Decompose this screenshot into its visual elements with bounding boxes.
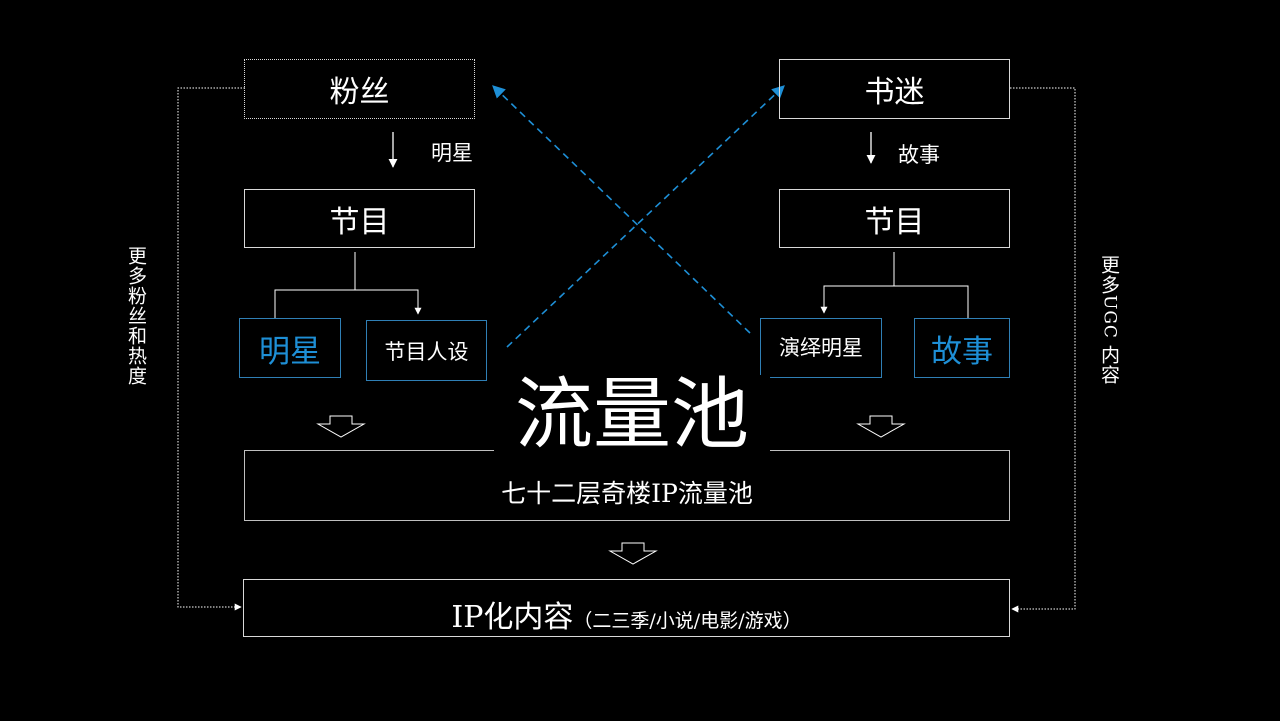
- ip-content-sub: （二三季/小说/电影/游戏）: [573, 610, 802, 632]
- traffic-pool-box: 七十二层奇楼IP流量池: [244, 450, 1010, 521]
- right-arrow-label: 故事: [898, 143, 940, 167]
- story-box: 故事: [914, 318, 1010, 378]
- feedback-loop-left: [177, 87, 245, 611]
- traffic-pool-label: 七十二层奇楼IP流量池: [501, 478, 753, 508]
- story-label: 故事: [931, 333, 993, 370]
- dashed-arrow-to-readers: [506, 85, 785, 348]
- center-title: 流量池: [494, 375, 770, 455]
- readers-box: 书迷: [779, 59, 1010, 119]
- right-program-box: 节目: [779, 189, 1010, 248]
- ip-content-box: IP化内容（二三季/小说/电影/游戏）: [243, 579, 1010, 637]
- left-program-box: 节目: [244, 189, 475, 248]
- fans-box: 粉丝: [244, 59, 475, 119]
- right-side-label: 更多 UGC 内容: [1096, 255, 1123, 385]
- hollow-arrow-right: [856, 415, 906, 438]
- left-arrow-label: 明星: [431, 141, 473, 165]
- dashed-arrow-to-fans: [492, 85, 751, 334]
- right-side-label-suffix: 内容: [1098, 344, 1120, 385]
- hollow-arrow-center: [608, 542, 658, 565]
- program-persona-label: 节目人设: [384, 339, 469, 364]
- program-persona-box: 节目人设: [366, 320, 487, 381]
- star-performance-box: 演绎明星: [760, 318, 882, 378]
- feedback-loop-right: [1010, 87, 1076, 613]
- star-performance-label: 演绎明星: [779, 336, 863, 360]
- right-side-label-prefix: 更多: [1098, 255, 1120, 295]
- left-side-label: 更多粉丝和热度: [125, 246, 147, 386]
- tree-left-branch: [274, 289, 422, 318]
- tree-right-branch: [820, 285, 969, 318]
- hollow-arrow-left: [316, 415, 366, 438]
- right-side-label-mid: UGC: [1099, 295, 1120, 339]
- right-program-label: 节目: [864, 204, 925, 240]
- ip-content-main: IP化内容: [451, 600, 574, 635]
- left-star-label: 明星: [259, 333, 321, 370]
- fans-label: 粉丝: [329, 75, 390, 110]
- readers-label: 书迷: [864, 75, 925, 110]
- left-star-box: 明星: [239, 318, 341, 378]
- left-program-label: 节目: [329, 204, 390, 240]
